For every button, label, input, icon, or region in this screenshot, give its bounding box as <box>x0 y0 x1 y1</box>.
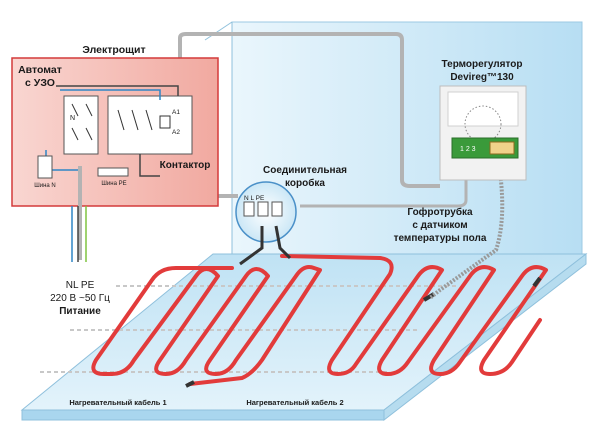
power-cable <box>178 32 440 188</box>
heating-cable-2 <box>280 254 548 376</box>
contactor-switch <box>145 109 153 131</box>
contactor-label: Контактор <box>160 160 211 171</box>
thermostat-terminals: 1 2 3 <box>460 146 476 153</box>
junction-box-label: коробка <box>285 177 325 189</box>
terminal-a2-label: A2 <box>172 129 180 136</box>
floor-front-edge <box>21 409 385 421</box>
breaker-switch <box>85 127 93 141</box>
supply-wires-label: NL PE <box>66 280 95 291</box>
rcd-breaker <box>63 95 99 155</box>
conduit-label: с датчиком <box>412 220 467 231</box>
breaker-switch <box>71 103 79 117</box>
terminal-l <box>257 201 269 217</box>
contactor-switch <box>131 109 139 131</box>
wire-black <box>56 85 179 96</box>
thermostat-cover <box>447 91 519 127</box>
thermostat-relay <box>489 141 515 155</box>
terminal-n <box>243 201 255 217</box>
wire-black <box>139 154 160 177</box>
supply-label: Питание <box>59 306 101 317</box>
terminal-n-label: N <box>70 115 75 122</box>
cable-end-cap <box>185 380 195 388</box>
bus-n-label: Шина N <box>34 183 56 189</box>
bus-pe <box>97 167 129 177</box>
junction-terminals: N L PE <box>244 195 265 202</box>
sensor-conduit <box>428 171 505 300</box>
thermostat-label: Терморегулятор <box>442 59 523 70</box>
terminal-pe <box>271 201 283 217</box>
bus-pe-label: Шина PE <box>101 181 126 187</box>
cable-end-cap <box>532 276 542 288</box>
cable-1-label: Нагревательный кабель 1 <box>69 398 166 407</box>
thermostat-model: Devireg™130 <box>450 72 514 83</box>
terminal-a1-label: A1 <box>172 109 180 116</box>
conduit-label: температуры пола <box>394 233 487 244</box>
heating-cable-1 <box>91 265 322 386</box>
cold-lead <box>274 225 292 260</box>
supply-voltage: 220 В ~50 Гц <box>50 293 110 304</box>
breaker-switch <box>71 127 79 141</box>
floor-side-edge <box>383 252 587 422</box>
junction-box-label: Соединительная <box>263 165 347 176</box>
bus-n <box>37 155 53 179</box>
wire-blue <box>60 89 161 100</box>
breaker-switch <box>85 103 93 117</box>
wall-top-edge <box>204 21 233 41</box>
conduit-label: Гофротрубка <box>407 206 473 218</box>
cable-2-label: Нагревательный кабель 2 <box>246 398 343 407</box>
breaker-label: с УЗО <box>25 77 55 89</box>
thermostat-load-cable <box>300 178 468 208</box>
contactor-coil <box>159 115 171 129</box>
cable-end-cap <box>422 292 436 302</box>
contactor-switch <box>117 109 125 131</box>
panel-title: Электрощит <box>82 44 145 56</box>
cold-lead <box>239 226 264 266</box>
breaker-label: Автомат <box>18 64 62 76</box>
